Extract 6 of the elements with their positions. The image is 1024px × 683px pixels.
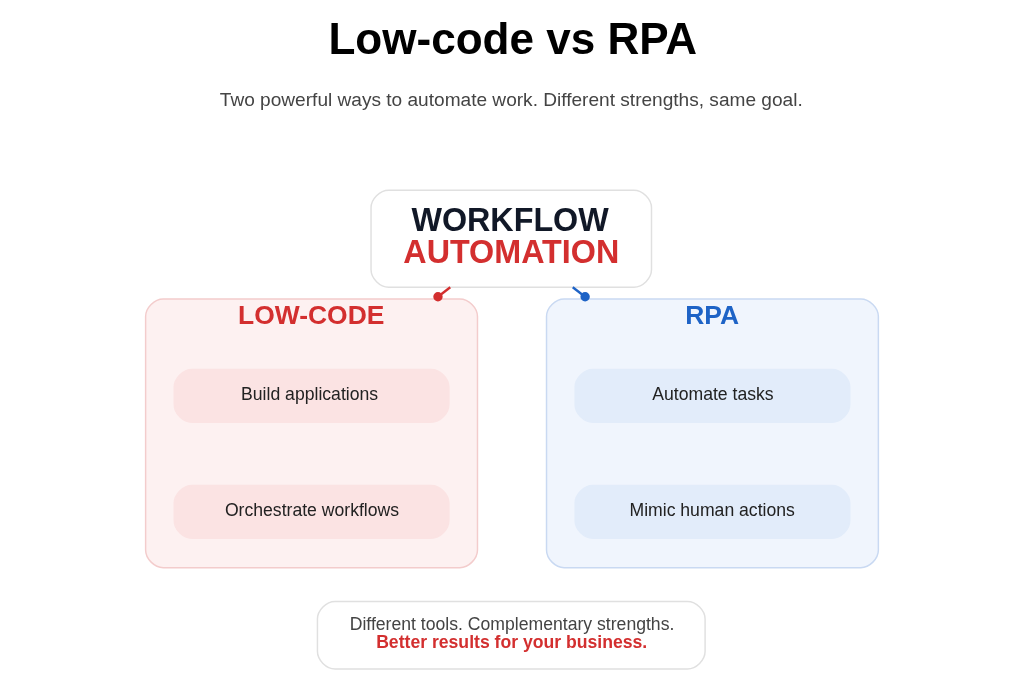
connector xyxy=(433,286,451,302)
connector xyxy=(572,286,590,302)
diagram-title: Low-code vs RPA xyxy=(328,13,698,63)
node-box: Different tools. Complementary strengths. Better results for your business. xyxy=(316,600,706,670)
node-box: WORKFLOW AUTOMATION xyxy=(370,189,653,288)
label: Two powerful ways to automate work. Different strengths, same goal. xyxy=(219,88,803,110)
